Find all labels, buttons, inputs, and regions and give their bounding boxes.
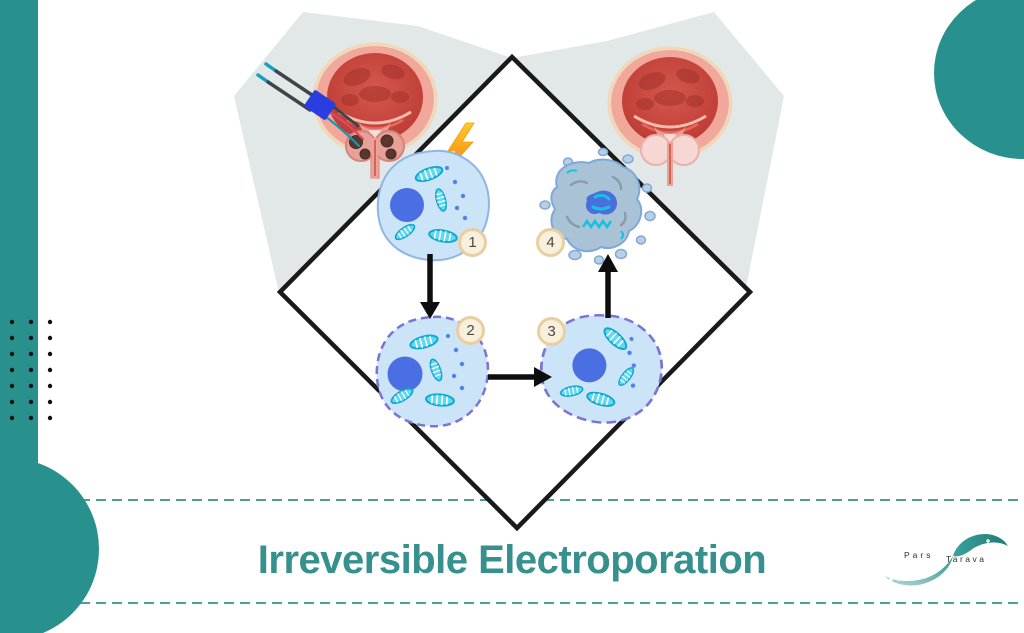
logo-wordmark: Pars Tarava bbox=[880, 530, 1020, 592]
logo-word-tarava: Tarava bbox=[946, 554, 987, 564]
cell-step3-swelling bbox=[533, 305, 670, 432]
step-badge-3: 3 bbox=[537, 317, 566, 346]
company-logo: Pars Tarava bbox=[880, 530, 1020, 592]
cell-step1-healthy bbox=[376, 149, 490, 262]
dots-decoration bbox=[9, 319, 53, 421]
step-badge-1: 1 bbox=[458, 228, 487, 257]
arrow-up-icon bbox=[598, 254, 618, 318]
logo-word-pars: Pars bbox=[904, 550, 934, 560]
ire-needle-electrodes bbox=[256, 62, 365, 148]
step-badge-2: 2 bbox=[456, 316, 485, 345]
arrow-down-icon bbox=[420, 254, 440, 319]
page-title: Irreversible Electroporation bbox=[257, 538, 767, 582]
flow-arrows bbox=[420, 254, 618, 387]
cell-step2-permeabilized bbox=[375, 315, 490, 428]
electrode-hub bbox=[304, 90, 336, 120]
logo-ribbon-icon bbox=[885, 534, 1008, 586]
top-right-teal-circle bbox=[934, 0, 1024, 159]
left-teal-bar bbox=[0, 0, 38, 500]
bladder-healthy-illustration bbox=[607, 46, 733, 186]
bottom-left-teal-circle bbox=[0, 458, 99, 633]
arrow-right-icon bbox=[488, 367, 552, 387]
step-badge-4: 4 bbox=[536, 228, 565, 257]
